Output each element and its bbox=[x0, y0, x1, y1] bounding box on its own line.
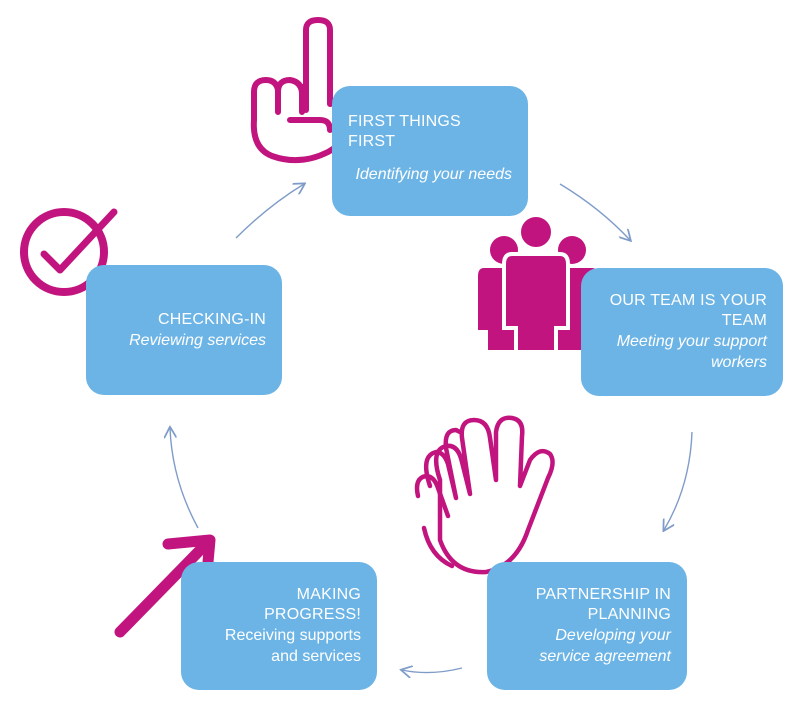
stage-subtitle: Receiving supports and services bbox=[224, 627, 361, 665]
cycle-arrow-partnership-to-progress bbox=[402, 668, 463, 673]
stage-subtitle: Developing your service agreement bbox=[539, 627, 671, 665]
group-of-people-icon bbox=[478, 213, 598, 354]
stage-checking-in: CHECKING-IN Reviewing services bbox=[86, 265, 282, 395]
stage-our-team: OUR TEAM IS YOUR TEAM Meeting your suppo… bbox=[581, 268, 783, 396]
stage-title: CHECKING-IN bbox=[158, 310, 266, 328]
raised-finger-hand-icon bbox=[250, 17, 355, 164]
stage-title: PARTNERSHIP IN PLANNING bbox=[535, 586, 671, 623]
stage-first-things-first: FIRST THINGS FIRST Identifying your need… bbox=[332, 86, 528, 216]
stage-partnership-in-planning: PARTNERSHIP IN PLANNING Developing your … bbox=[487, 562, 687, 690]
stage-title: MAKING PROGRESS! bbox=[264, 586, 361, 623]
stage-title: OUR TEAM IS YOUR TEAM bbox=[609, 292, 767, 329]
cycle-arrow-progress-to-checking bbox=[170, 428, 199, 529]
cycle-arrow-team-to-partnership bbox=[664, 431, 693, 530]
high-five-hands-icon bbox=[414, 415, 555, 575]
stage-subtitle: Identifying your needs bbox=[355, 166, 512, 183]
stage-subtitle: Meeting your support workers bbox=[616, 333, 767, 371]
stage-title: FIRST THINGS FIRST bbox=[348, 113, 461, 150]
cycle-arrow-checking-to-first bbox=[235, 184, 304, 239]
cycle-arrow-first-to-team bbox=[559, 183, 630, 240]
stage-subtitle: Reviewing services bbox=[129, 331, 266, 349]
stage-making-progress: MAKING PROGRESS! Receiving supports and … bbox=[181, 562, 377, 690]
